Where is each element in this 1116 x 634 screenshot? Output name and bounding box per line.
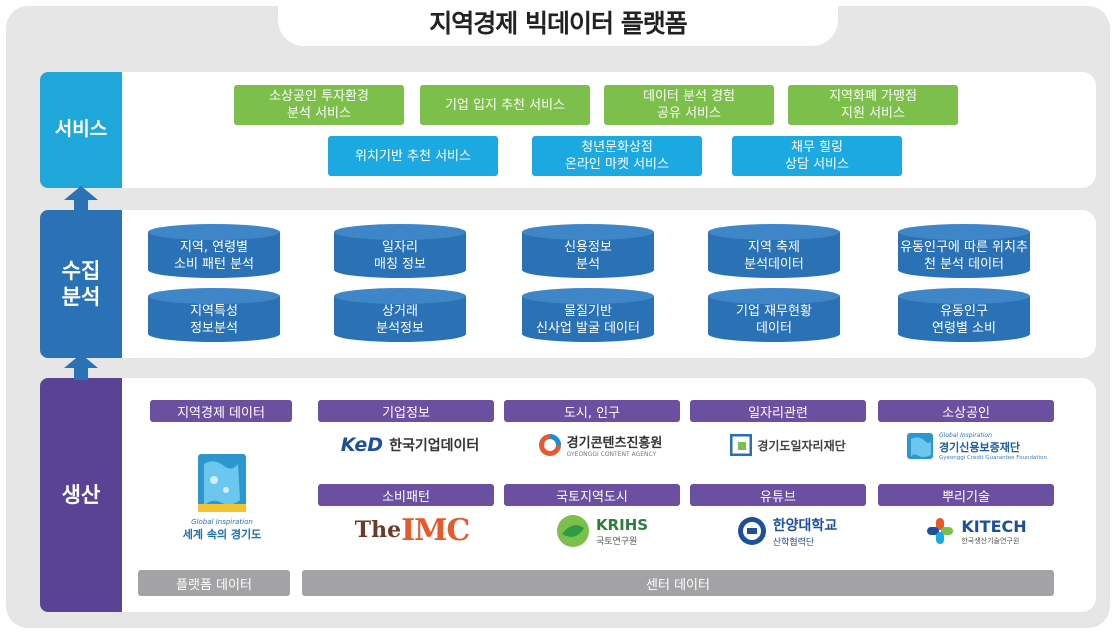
cylinder-label: 신용정보 분석: [564, 240, 612, 272]
data-cylinder: 물질기반 신사업 발굴 데이터: [522, 288, 654, 342]
kitech-sub: 한국생산기술연구원: [961, 536, 1020, 545]
gca-icon: [538, 434, 561, 456]
data-cylinder: 유동인구 연령별 소비: [898, 288, 1030, 342]
gyeonggi-slogan-small: Global Inspiration: [191, 518, 253, 526]
data-source-tag: 소상공인: [878, 400, 1054, 422]
section-label-service: 서비스: [40, 72, 122, 188]
service-box: 데이터 분석 경험 공유 서비스: [604, 85, 774, 125]
service-panel: 소상공인 투자환경 분석 서비스 기업 입지 추천 서비스 데이터 분석 경험 …: [122, 72, 1096, 188]
section-label-collection: 수집 분석: [40, 210, 122, 358]
gjf-text: 경기도일자리재단: [757, 438, 846, 453]
gcgf-small: Global Inspiration: [939, 431, 992, 439]
up-arrow-icon: [64, 186, 98, 212]
service-box: 청년문화상점 온라인 마켓 서비스: [532, 136, 702, 176]
cylinder-label: 일자리 매칭 정보: [374, 240, 426, 272]
cylinder-label: 유동인구 연령별 소비: [932, 304, 996, 336]
cylinder-label: 유동인구에 따른 위치추 천 분석 데이터: [900, 240, 1028, 272]
data-source-tag: 국토지역도시: [504, 484, 680, 506]
cylinder-label: 물질기반 신사업 발굴 데이터: [536, 304, 640, 336]
kedi-mark: KeD: [340, 434, 384, 456]
data-source-tag: 소비패턴: [318, 484, 494, 506]
kedi-logo: KeD 한국기업데이터: [324, 430, 496, 460]
hanyang-sub: 산학협력단: [772, 537, 815, 548]
gjf-logo: 경기도일자리재단: [702, 430, 874, 460]
page-title: 지역경제 빅데이터 플랫폼: [429, 9, 687, 38]
data-cylinder: 지역 축제 분석데이터: [708, 224, 840, 278]
cylinder-label: 지역특성 정보분석: [190, 304, 238, 336]
gyeonggi-logo: Global Inspiration 세계 속의 경기도: [162, 440, 282, 552]
footer-platform-data: 플랫폼 데이터: [138, 570, 290, 596]
kitech-logo: KITECH 한국생산기술연구원: [896, 512, 1056, 550]
gyeonggi-map-icon: [198, 454, 246, 512]
kitech-main: KITECH: [961, 516, 1027, 536]
krihs-logo: KRIHS 국토연구원: [532, 510, 672, 552]
data-cylinder: 지역, 연령별 소비 패턴 분석: [148, 224, 280, 278]
gca-sub: GYEONGGI CONTENT AGENCY: [566, 451, 657, 458]
hanyang-logo: 한양대학교 산학협력단: [712, 512, 862, 550]
data-source-tag: 유튜브: [690, 484, 866, 506]
production-panel: 지역경제 데이터 Global Inspiration 세계 속의 경기도 기업…: [122, 378, 1096, 612]
section-label-production: 생산: [40, 378, 122, 612]
gyeonggi-slogan: 세계 속의 경기도: [182, 528, 262, 541]
service-box: 지역화폐 가맹점 지원 서비스: [788, 85, 958, 125]
cylinder-label: 지역, 연령별 소비 패턴 분석: [173, 240, 255, 272]
service-box: 기업 입지 추천 서비스: [420, 85, 590, 125]
data-cylinder: 신용정보 분석: [522, 224, 654, 278]
data-cylinder: 지역특성 정보분석: [148, 288, 280, 342]
data-cylinder: 일자리 매칭 정보: [334, 224, 466, 278]
krihs-sub: 국토연구원: [595, 536, 638, 547]
up-arrow-icon: [64, 354, 98, 380]
gcgf-map-icon: [907, 433, 934, 459]
gjf-icon: [730, 434, 753, 456]
hanyang-main: 한양대학교: [772, 517, 838, 534]
krihs-main: KRIHS: [595, 515, 649, 534]
imc-main: IMC: [401, 512, 470, 548]
cylinder-label: 상거래 분석정보: [376, 304, 424, 336]
data-source-tag: 일자리관련: [690, 400, 866, 422]
cylinder-label: 기업 재무현황 데이터: [736, 304, 812, 336]
gca-text: 경기콘텐츠진흥원: [566, 436, 663, 451]
kitech-icon: [927, 518, 954, 544]
tag-platform: 지역경제 데이터: [150, 400, 292, 422]
data-source-tag: 도시, 인구: [504, 400, 680, 422]
data-cylinder: 기업 재무현황 데이터: [708, 288, 840, 342]
title-tab: [278, 0, 838, 46]
gca-logo: 경기콘텐츠진흥원 GYEONGGI CONTENT AGENCY: [514, 428, 686, 462]
service-box: 소상공인 투자환경 분석 서비스: [234, 85, 404, 125]
service-box: 채무 힐링 상담 서비스: [732, 136, 902, 176]
imc-the: The: [354, 517, 402, 543]
collection-label: 수집 분석: [61, 258, 101, 309]
krihs-icon: [556, 515, 589, 547]
footer-center-data: 센터 데이터: [302, 570, 1054, 596]
gcgf-sub: Gyeonggi Credit Guarantee Foundation: [939, 454, 1047, 461]
gcgf-text: 경기신용보증재단: [939, 440, 1020, 454]
service-label: 서비스: [54, 118, 108, 141]
data-source-tag: 뿌리기술: [878, 484, 1054, 506]
cylinder-label: 지역 축제 분석데이터: [744, 240, 804, 272]
collection-panel: 지역, 연령별 소비 패턴 분석 일자리 매칭 정보 신용정보 분석 지역 축제 분석…: [122, 210, 1096, 358]
imc-logo: The IMC: [342, 512, 482, 548]
hanyang-emblem-icon: [737, 517, 766, 545]
kedi-text: 한국기업데이터: [389, 438, 480, 454]
gcgf-logo: Global Inspiration 경기신용보증재단 Gyeonggi Cre…: [888, 426, 1064, 466]
data-cylinder: 유동인구에 따른 위치추 천 분석 데이터: [898, 224, 1030, 278]
production-label: 생산: [61, 482, 101, 507]
data-source-tag: 기업정보: [318, 400, 494, 422]
data-cylinder: 상거래 분석정보: [334, 288, 466, 342]
service-box: 위치기반 추천 서비스: [328, 136, 498, 176]
